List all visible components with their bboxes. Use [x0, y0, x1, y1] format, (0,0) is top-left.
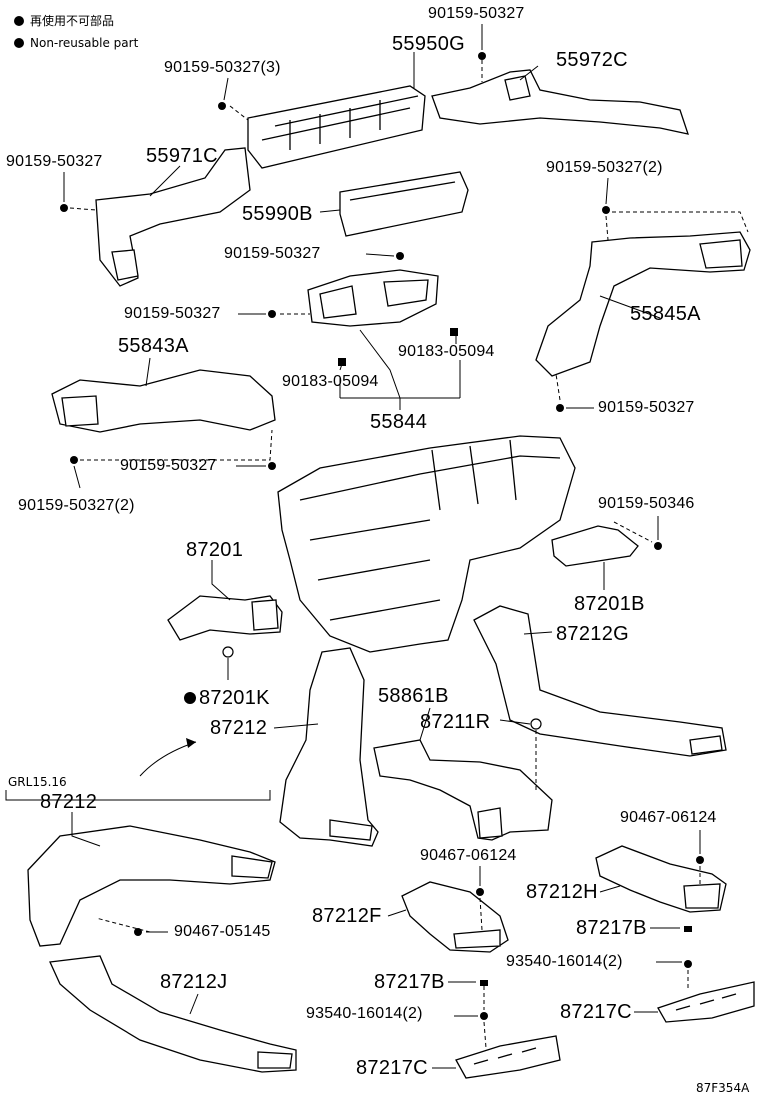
label-grl-section: GRL15.16 [8, 775, 67, 789]
label-93540-16014-2-right: 93540-16014(2) [506, 953, 623, 970]
arrow-head-icon [186, 738, 196, 748]
part-55990B-drawing [339, 171, 469, 237]
grl-bracket [5, 790, 271, 801]
part-87201-drawing [167, 595, 283, 641]
part-55950G-drawing [247, 85, 426, 169]
label-90159-50327-center: 90159-50327 [120, 457, 217, 474]
dashed-assembly-lines [69, 60, 749, 1049]
label-90183-05094-left: 90183-05094 [282, 373, 379, 390]
part-87217C-right-drawing [657, 981, 755, 1023]
label-90467-06124-center: 90467-06124 [420, 847, 517, 864]
label-87201B: 87201B [574, 593, 645, 615]
label-58861B: 58861B [378, 685, 449, 707]
part-87212-main-drawing [279, 647, 379, 847]
part-58861B-drawing [373, 739, 553, 841]
part-55971C-drawing [95, 147, 251, 287]
part-87212-grl-drawing [27, 825, 276, 947]
part-87217C-center-drawing [455, 1035, 561, 1079]
non-reusable-dot-icon [184, 692, 196, 704]
label-87217C-center: 87217C [356, 1057, 428, 1079]
part-55844-drawing [307, 269, 439, 327]
label-55972C: 55972C [556, 49, 628, 71]
label-93540-16014-2-center: 93540-16014(2) [306, 1005, 423, 1022]
label-90159-50327-mid2: 90159-50327 [124, 305, 221, 322]
label-90183-05094-right: 90183-05094 [398, 343, 495, 360]
label-90159-50327-top: 90159-50327 [428, 5, 525, 22]
part-55845A-drawing [535, 231, 751, 377]
label-90159-50327-right-low: 90159-50327 [598, 399, 695, 416]
label-55845A: 55845A [630, 303, 701, 325]
label-87201K-text: 87201K [199, 687, 270, 709]
non-reusable-dot-icon [14, 15, 24, 26]
label-55950G: 55950G [392, 33, 465, 55]
label-55843A: 55843A [118, 335, 189, 357]
label-87217B-right: 87217B [576, 917, 647, 939]
legend-jp-text: 再使用不可部品 [30, 14, 115, 28]
label-87212F: 87212F [312, 905, 382, 927]
label-90467-06124-right: 90467-06124 [620, 809, 717, 826]
non-reusable-dot-icon [14, 38, 24, 48]
label-87212-main: 87212 [210, 717, 268, 739]
label-55971C: 55971C [146, 145, 218, 167]
label-87212-grl: 87212 [40, 791, 98, 813]
part-87201B-drawing [551, 525, 639, 567]
part-55972C-drawing [431, 69, 689, 135]
label-87212J: 87212J [160, 971, 228, 993]
label-87201K: 87201K [184, 688, 270, 708]
label-90159-50327-3: 90159-50327(3) [164, 59, 281, 76]
label-90159-50346: 90159-50346 [598, 495, 695, 512]
label-90159-50327-2-right: 90159-50327(2) [546, 159, 663, 176]
figure-code: 87F354A [696, 1081, 750, 1095]
label-87211R: 87211R [420, 711, 491, 733]
label-90467-05145: 90467-05145 [174, 923, 271, 940]
label-90159-50327-left: 90159-50327 [6, 153, 103, 170]
label-87212G: 87212G [556, 623, 629, 645]
arrow-line [139, 741, 197, 777]
label-90159-50327-2-left: 90159-50327(2) [18, 497, 135, 514]
label-55844: 55844 [370, 411, 428, 433]
label-90159-50327-mid: 90159-50327 [224, 245, 321, 262]
legend-en: Non-reusable part [14, 36, 138, 50]
leader-lines [63, 24, 701, 1069]
hvac-unit-drawing [277, 435, 576, 653]
label-87212H: 87212H [526, 881, 598, 903]
fasteners [60, 52, 704, 1020]
label-87217C-right: 87217C [560, 1001, 632, 1023]
legend-en-text: Non-reusable part [30, 36, 139, 50]
legend-jp: 再使用不可部品 [14, 12, 114, 29]
label-55990B: 55990B [242, 203, 313, 225]
part-87212H-drawing [595, 845, 727, 913]
part-55843A-drawing [51, 369, 276, 433]
part-87212F-drawing [401, 881, 509, 953]
part-87212J-drawing [49, 955, 297, 1073]
label-87201: 87201 [186, 539, 244, 561]
label-87217B-center: 87217B [374, 971, 445, 993]
